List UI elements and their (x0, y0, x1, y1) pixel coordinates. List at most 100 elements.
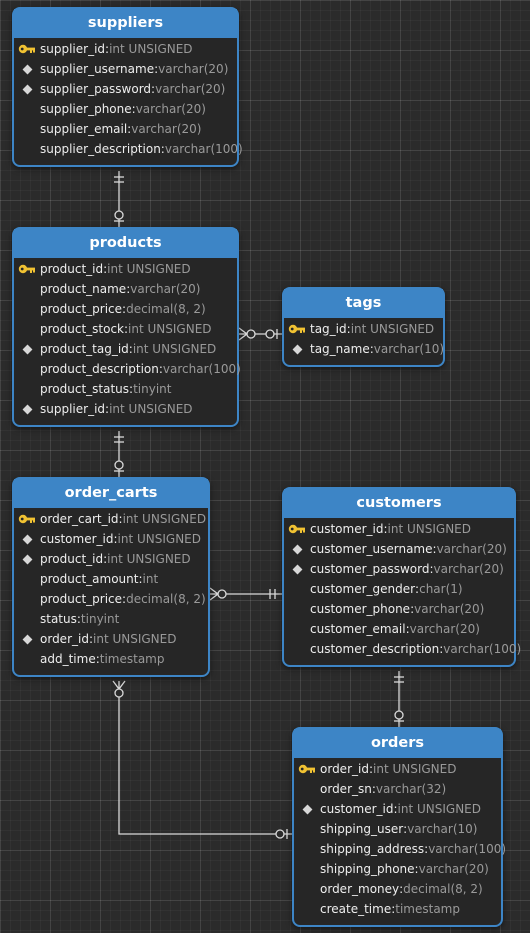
field-row[interactable]: product_stock: int UNSIGNED (14, 319, 237, 339)
field-separator: : (424, 842, 429, 856)
field-type: varchar(100) (162, 362, 241, 376)
field-separator: : (88, 632, 93, 646)
field-separator: : (369, 342, 374, 356)
diamond-icon (14, 84, 40, 94)
field-name: status (40, 612, 77, 626)
key-icon (14, 512, 40, 526)
field-name: product_price (40, 592, 123, 606)
field-row[interactable]: supplier_email: varchar(20) (14, 119, 237, 139)
field-row[interactable]: product_id: int UNSIGNED (14, 549, 208, 569)
field-name: customer_password (310, 562, 430, 576)
field-separator: : (429, 562, 434, 576)
field-separator: : (126, 282, 131, 296)
zero-circle-marker (275, 829, 285, 839)
field-separator: : (154, 62, 159, 76)
zero-circle-marker (114, 210, 124, 220)
zero-circle-marker (394, 710, 404, 720)
field-row[interactable]: customer_phone: varchar(20) (284, 599, 514, 619)
diamond-icon (14, 64, 40, 74)
key-icon (284, 522, 310, 536)
field-row[interactable]: supplier_password: varchar(20) (14, 79, 237, 99)
field-separator: : (368, 762, 373, 776)
field-separator: : (127, 122, 132, 136)
field-row[interactable]: customer_gender: char(1) (284, 579, 514, 599)
field-row[interactable]: supplier_username: varchar(20) (14, 59, 237, 79)
field-name: add_time (40, 652, 96, 666)
field-row[interactable]: shipping_user: varchar(10) (294, 819, 501, 839)
field-separator: : (432, 542, 437, 556)
field-row[interactable]: supplier_description: varchar(100) (14, 139, 243, 159)
field-row[interactable]: customer_id: int UNSIGNED (14, 529, 208, 549)
field-type: varchar(20) (155, 82, 226, 96)
field-type: int UNSIGNED (128, 322, 212, 336)
field-row[interactable]: customer_username: varchar(20) (284, 539, 514, 559)
field-row[interactable]: order_id: int UNSIGNED (14, 629, 208, 649)
table-title: order_carts (14, 479, 208, 508)
field-separator: : (122, 302, 127, 316)
field-row[interactable]: order_cart_id: int UNSIGNED (14, 509, 208, 529)
field-name: tag_id (310, 322, 347, 336)
field-separator: : (131, 102, 136, 116)
field-row[interactable]: customer_id: int UNSIGNED (284, 519, 514, 539)
field-separator: : (346, 322, 351, 336)
field-separator: : (410, 602, 415, 616)
diamond-icon (14, 554, 40, 564)
field-type: timestamp (395, 902, 460, 916)
field-row[interactable]: product_description: varchar(100) (14, 359, 241, 379)
field-name: product_amount (40, 572, 139, 586)
field-separator: : (138, 572, 143, 586)
field-separator: : (399, 882, 404, 896)
field-row[interactable]: product_id: int UNSIGNED (14, 259, 237, 279)
diamond-icon (284, 544, 310, 554)
field-type: char(1) (419, 582, 463, 596)
field-row[interactable]: supplier_id: int UNSIGNED (14, 399, 237, 419)
field-row[interactable]: order_id: int UNSIGNED (294, 759, 501, 779)
field-row[interactable]: customer_email: varchar(20) (284, 619, 514, 639)
field-row[interactable]: shipping_address: varchar(100) (294, 839, 506, 859)
field-row[interactable]: product_price: decimal(8, 2) (14, 589, 208, 609)
field-name: product_name (40, 282, 127, 296)
field-row[interactable]: create_time: timestamp (294, 899, 501, 919)
field-row[interactable]: product_tag_id: int UNSIGNED (14, 339, 237, 359)
field-type: decimal(8, 2) (126, 302, 206, 316)
field-separator: : (160, 142, 165, 156)
field-row[interactable]: tag_name: varchar(10) (284, 339, 444, 359)
field-row[interactable]: order_money: decimal(8, 2) (294, 879, 501, 899)
field-name: order_cart_id (40, 512, 119, 526)
field-row[interactable]: product_price: decimal(8, 2) (14, 299, 237, 319)
field-type: varchar(100) (443, 642, 522, 656)
field-row[interactable]: product_name: varchar(20) (14, 279, 237, 299)
zero-circle-marker (114, 688, 124, 698)
field-row[interactable]: status: tinyint (14, 609, 208, 629)
field-row[interactable]: supplier_id: int UNSIGNED (14, 39, 237, 59)
field-name: order_sn (320, 782, 372, 796)
field-row[interactable]: customer_password: varchar(20) (284, 559, 514, 579)
field-row[interactable]: shipping_phone: varchar(20) (294, 859, 501, 879)
field-row[interactable]: customer_id: int UNSIGNED (294, 799, 501, 819)
field-row[interactable]: customer_description: varchar(100) (284, 639, 521, 659)
field-separator: : (405, 622, 410, 636)
field-type: decimal(8, 2) (403, 882, 483, 896)
field-separator: : (415, 582, 420, 596)
field-row[interactable]: order_sn: varchar(32) (294, 779, 501, 799)
field-separator: : (158, 362, 163, 376)
field-separator: : (128, 342, 133, 356)
field-row[interactable]: product_status: tinyint (14, 379, 237, 399)
field-row[interactable]: add_time: timestamp (14, 649, 208, 669)
diamond-icon (14, 404, 40, 414)
field-row[interactable]: tag_id: int UNSIGNED (284, 319, 443, 339)
field-name: order_id (40, 632, 89, 646)
field-separator: : (129, 382, 134, 396)
zero-circle-marker (217, 589, 227, 599)
field-row[interactable]: product_amount: int (14, 569, 208, 589)
field-type: int UNSIGNED (107, 552, 191, 566)
field-type: int UNSIGNED (93, 632, 177, 646)
field-row[interactable]: supplier_phone: varchar(20) (14, 99, 237, 119)
field-name: product_status (40, 382, 130, 396)
